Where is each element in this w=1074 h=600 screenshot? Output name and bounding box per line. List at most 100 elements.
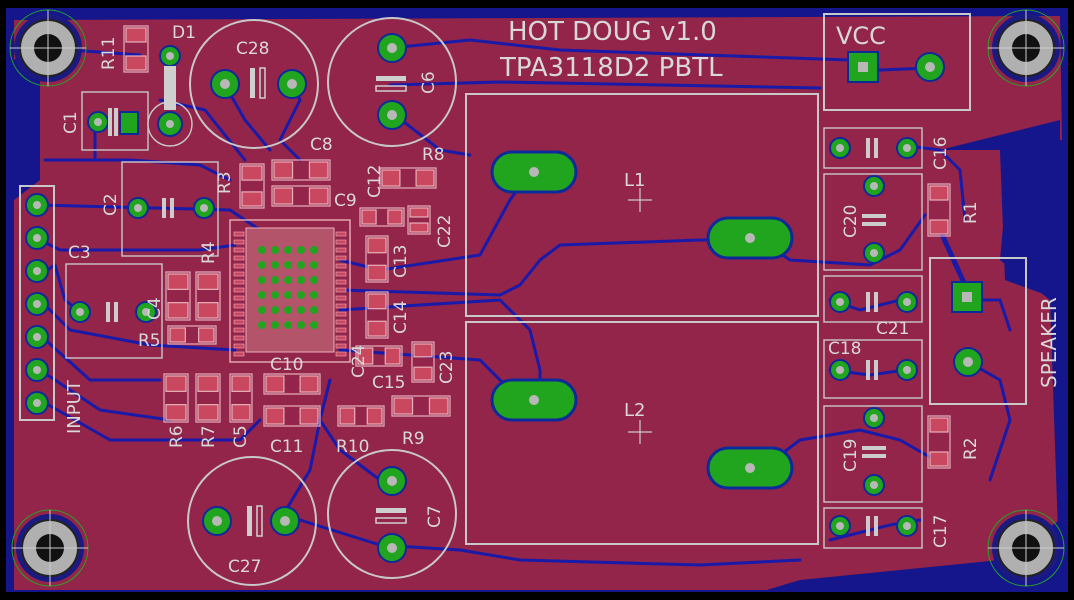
ic-pin xyxy=(233,271,245,277)
inductor-l2-pads xyxy=(490,378,794,490)
label-r3: R3 xyxy=(215,171,235,194)
label-c9: C9 xyxy=(334,191,357,211)
label-c12: C12 xyxy=(365,164,385,198)
thermal-via xyxy=(271,276,279,284)
thermal-via xyxy=(271,306,279,314)
thermal-via xyxy=(297,321,305,329)
ic-pin xyxy=(233,343,245,349)
thermal-via xyxy=(258,276,266,284)
cap-c27 xyxy=(187,456,317,586)
ic-pin xyxy=(335,351,347,357)
label-c2: C2 xyxy=(101,193,121,216)
thermal-via xyxy=(258,306,266,314)
thermal-via xyxy=(310,261,318,269)
ic-pin xyxy=(335,335,347,341)
label-c28: C28 xyxy=(236,39,270,59)
thermal-via xyxy=(310,291,318,299)
label-c3: C3 xyxy=(68,243,91,263)
input-pin xyxy=(25,292,49,316)
ic-pin xyxy=(233,295,245,301)
thermal-via xyxy=(297,261,305,269)
label-c21: C21 xyxy=(876,319,910,339)
input-pin xyxy=(25,259,49,283)
smd-component xyxy=(195,271,221,321)
ic-pin xyxy=(233,351,245,357)
ic-pin xyxy=(233,311,245,317)
smd-component xyxy=(359,207,405,227)
ic-pin xyxy=(233,255,245,261)
ic-pin xyxy=(233,287,245,293)
smd-component xyxy=(407,205,431,235)
label-c13: C13 xyxy=(391,244,411,278)
thermal-via xyxy=(271,261,279,269)
label-input: INPUT xyxy=(64,379,85,434)
thermal-via xyxy=(284,276,292,284)
ic-pin xyxy=(335,279,347,285)
ic-pin xyxy=(335,239,347,245)
ic-pin xyxy=(233,279,245,285)
label-c14: C14 xyxy=(391,300,411,334)
thermal-via xyxy=(271,291,279,299)
silk-labels: HOT DOUG v1.0 TPA3118D2 PBTL VCC SPEAKER… xyxy=(61,17,1061,577)
ic-pin xyxy=(335,319,347,325)
label-r10: R10 xyxy=(336,437,369,457)
smd-component xyxy=(379,167,437,189)
ic-pin xyxy=(233,231,245,237)
label-c10: C10 xyxy=(270,355,304,375)
label-c4: C4 xyxy=(145,297,165,320)
label-c6: C6 xyxy=(419,71,439,94)
smd-component xyxy=(229,373,253,423)
ic-pin xyxy=(335,255,347,261)
cap-c28 xyxy=(189,19,319,149)
smd-component xyxy=(263,405,321,427)
thermal-via xyxy=(271,246,279,254)
mounting-hole-tl xyxy=(9,9,87,87)
board-title: HOT DOUG v1.0 xyxy=(508,17,717,47)
ic-pin xyxy=(335,231,347,237)
thermal-via xyxy=(258,291,266,299)
ic-pin xyxy=(335,311,347,317)
label-c22: C22 xyxy=(435,214,455,248)
smd-component xyxy=(165,271,191,321)
thermal-via xyxy=(271,321,279,329)
label-c18: C18 xyxy=(828,339,862,359)
label-l1: L1 xyxy=(624,170,645,191)
left-caps xyxy=(65,25,219,359)
thermal-via xyxy=(284,246,292,254)
ic-pin xyxy=(335,327,347,333)
thermal-via xyxy=(297,276,305,284)
label-d1: D1 xyxy=(172,23,196,43)
input-pin xyxy=(25,358,49,382)
ic-pin xyxy=(233,263,245,269)
smd-component xyxy=(271,185,331,207)
mounting-hole-tr xyxy=(987,9,1065,87)
smd-component xyxy=(167,325,217,345)
ic-pin xyxy=(233,335,245,341)
ic-pin xyxy=(233,319,245,325)
thermal-via xyxy=(258,321,266,329)
label-c17: C17 xyxy=(931,514,951,548)
smd-component xyxy=(391,395,451,417)
thermal-via xyxy=(284,306,292,314)
label-c19: C19 xyxy=(841,438,861,472)
thermal-via xyxy=(297,306,305,314)
cap-c7 xyxy=(327,449,457,579)
input-pin xyxy=(25,193,49,217)
smd-component xyxy=(365,235,389,283)
label-r8: R8 xyxy=(422,145,445,165)
smd-component xyxy=(355,345,403,367)
thermal-via xyxy=(310,276,318,284)
smd-component xyxy=(239,163,265,209)
thermal-via xyxy=(297,291,305,299)
thermal-via xyxy=(284,291,292,299)
ic-pin xyxy=(335,263,347,269)
connector-input xyxy=(19,185,55,421)
inductor-crosshairs xyxy=(628,188,652,444)
inductor-l1-outline xyxy=(465,93,819,317)
label-r5: R5 xyxy=(138,331,161,351)
inductor-l1-pads xyxy=(490,150,794,260)
ic-pin xyxy=(233,303,245,309)
ic-pin xyxy=(233,327,245,333)
